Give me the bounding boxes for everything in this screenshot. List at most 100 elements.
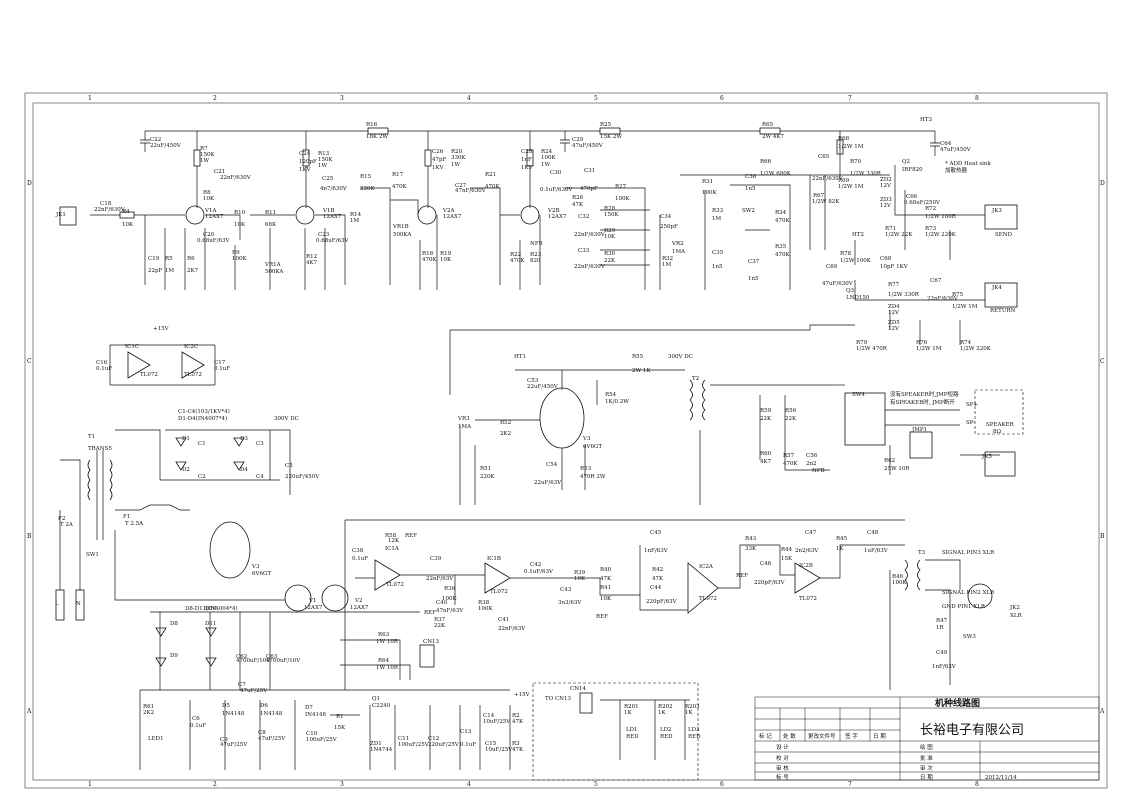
label-r44: R44 <box>781 547 793 553</box>
label-r69v: 1/2W 1M <box>838 184 864 190</box>
label-c4: C4 <box>256 474 264 480</box>
label-r27v: 100K <box>615 196 630 202</box>
label-c12: C12 <box>428 736 439 742</box>
label-c28w: 1KV <box>521 165 534 171</box>
label-r14v: 1M <box>350 218 359 224</box>
note-return: RETURN <box>990 308 1016 314</box>
tone-stack <box>565 174 840 290</box>
note-speaker_note_1: 没有SPEAKER时,JMP短路 <box>890 390 959 398</box>
label-c18v: 22nF/630V <box>94 207 126 213</box>
label-jk4: JK4 <box>991 285 1002 291</box>
label-f2: F2 <box>58 516 65 522</box>
ht-rail <box>140 127 940 208</box>
label-c37: C37 <box>748 259 760 265</box>
label-c56v: 2n2 <box>806 461 817 467</box>
label-c39v: 22nF/63V <box>426 576 454 582</box>
label-r37v: 22K <box>434 623 446 629</box>
label-r73: R73 <box>925 226 937 232</box>
label-r67: R67 <box>813 193 825 199</box>
label-ld1: LD1 <box>626 727 638 733</box>
grid-col-bottom: 1 <box>88 781 92 788</box>
label-n: N <box>76 601 81 607</box>
label-c68v: 10pF 1KV <box>880 264 909 270</box>
label-ic2a: IC2A <box>699 564 714 570</box>
label-r32: R32 <box>662 256 673 262</box>
label-r65v: 2W 4K7 <box>762 134 785 140</box>
label-d6: D6 <box>260 703 268 709</box>
label-ld2: LD2 <box>660 727 672 733</box>
label-r201v: 1K <box>624 710 632 716</box>
title-block-grid <box>754 696 1100 781</box>
label-r40: R40 <box>600 567 612 573</box>
label-c12v: 220uF/25V <box>428 742 460 748</box>
label-r30: R30 <box>604 251 616 257</box>
label-sw3: SW3 <box>963 634 976 640</box>
label-c29v: 47uF/450V <box>572 143 604 149</box>
label-r43v: 33K <box>745 546 757 552</box>
grid-col-bottom: 4 <box>467 781 471 788</box>
revision-header: 标 记 <box>759 732 772 740</box>
title-row-left: 设 计 <box>776 743 789 751</box>
label-sw4: SW4 <box>852 392 865 398</box>
label-c62: C62 <box>236 654 247 660</box>
title-row-left: 校 对 <box>776 754 789 762</box>
company-name: 长裕电子有限公司 <box>920 723 1024 738</box>
label-c21: C21 <box>214 169 225 175</box>
label-c28v: 1nF <box>521 157 532 163</box>
label-r47: R47 <box>936 618 948 624</box>
label-sp: SP+ <box>966 402 978 408</box>
label-sw2: SW2 <box>742 208 755 214</box>
label-c20v: 0.68uF/63V <box>197 238 230 244</box>
title-row-right: 日 期 <box>920 774 933 781</box>
label-c38: C38 <box>352 548 364 554</box>
label-r61: R61 <box>143 704 154 710</box>
label-sw1: SW1 <box>86 552 99 558</box>
label-r201: R201 <box>624 704 639 710</box>
frame-outer <box>24 92 1108 789</box>
label-r79v: 1/2W 470R <box>856 346 888 352</box>
label-r58: R58 <box>385 533 397 539</box>
label-r4: R4 <box>122 209 130 215</box>
label-v3v: 6V6GT <box>583 444 602 450</box>
label-v1a: V1A <box>204 208 217 214</box>
label-f1v: T 2.5A <box>125 521 144 527</box>
label-led1: LED1 <box>148 736 164 742</box>
label-nfb: NFB <box>530 241 543 247</box>
label-d2: D2 <box>182 467 190 473</box>
label-v3h: V3 <box>251 564 260 570</box>
label-c23: C23 <box>318 232 330 238</box>
label-ht3: HT3 <box>920 117 932 123</box>
label-r42: R42 <box>652 567 663 573</box>
label-r5v: 1M <box>165 268 174 274</box>
label-r79: R79 <box>856 340 868 346</box>
label-c47: C47 <box>805 530 817 536</box>
label-c22: C22 <box>150 137 161 143</box>
label-r15v: 220K <box>360 186 375 192</box>
label-c14: C14 <box>483 713 495 719</box>
label-r24w: 1W <box>541 162 550 168</box>
label-c15v: 10uF/25V <box>485 747 513 753</box>
label-vr3: VR3 <box>457 416 470 422</box>
label-r64: R64 <box>378 658 390 664</box>
label-c65: C65 <box>818 154 830 160</box>
label-c29: C29 <box>572 137 584 143</box>
label-c44: C44 <box>650 585 662 591</box>
label-c47v: 2n2/63V <box>795 548 819 554</box>
label-c13: C13 <box>460 729 472 735</box>
label-ref3: REF <box>596 614 608 620</box>
label-c19v: 22pF <box>148 268 163 274</box>
label-c54v: 22uF/63V <box>534 480 562 486</box>
label-c13v: 0.1uF <box>460 742 476 748</box>
label-c17: C17 <box>214 360 226 366</box>
label-r202: R202 <box>658 704 673 710</box>
grid-col-top: 2 <box>213 95 217 102</box>
label-c68: C68 <box>880 256 892 262</box>
label-vr3v: 1MA <box>458 424 472 430</box>
label-r32v: 1M <box>662 262 671 268</box>
label-r8v: 10K <box>203 196 215 202</box>
label-r6v: 2K7 <box>187 268 199 274</box>
label-vr2v: 1MA <box>672 249 686 255</box>
label-v3hv: 6V6GT <box>252 571 271 577</box>
note-dc300a: 300V DC <box>274 416 299 422</box>
